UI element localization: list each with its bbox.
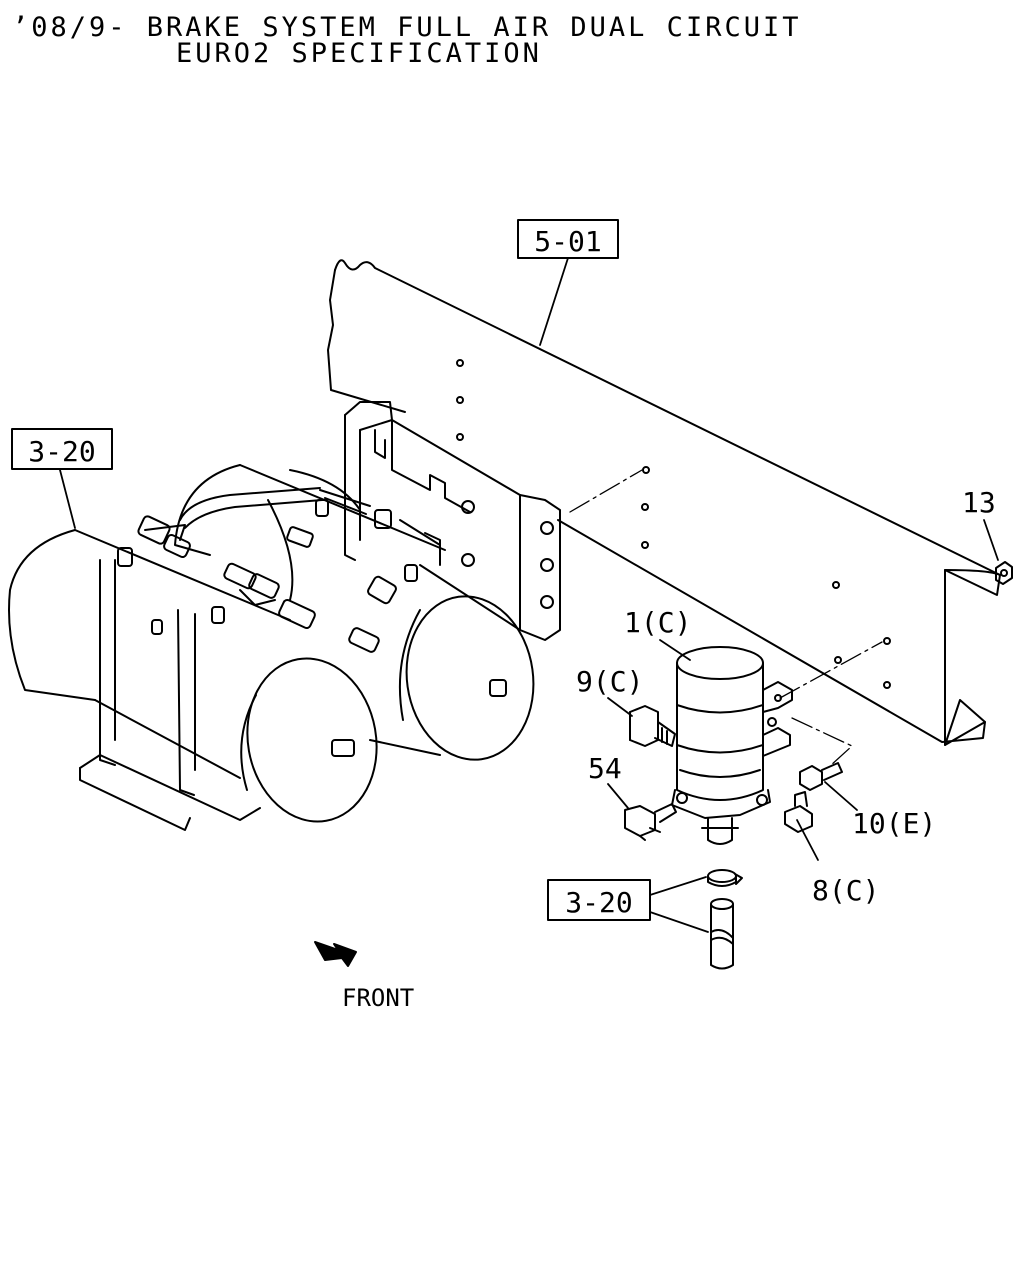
callout-box-3-20-hose <box>547 879 651 921</box>
rear-air-tank <box>174 464 535 761</box>
callout-box-5-01 <box>517 219 619 259</box>
centerlines <box>569 469 883 767</box>
frame-rail <box>327 259 1001 746</box>
front-label: FRONT <box>342 984 414 1012</box>
diagram-title-line2: EURO2 SPECIFICATION <box>176 38 542 69</box>
callout-3-20-hose: 3-20 <box>565 886 632 919</box>
callout-9c: 9(C) <box>576 665 643 698</box>
callout-8c: 8(C) <box>812 874 879 907</box>
front-direction-arrow-icon <box>314 941 357 967</box>
air-dryer <box>671 646 793 845</box>
callout-54: 54 <box>588 752 622 785</box>
callout-10e: 10(E) <box>852 807 936 840</box>
fitting-9c <box>629 705 676 747</box>
diagram-title-line1: ’08/9- BRAKE SYSTEM FULL AIR DUAL CIRCUI… <box>12 12 802 43</box>
callout-box-3-20-tank <box>11 428 113 470</box>
callout-3-20-tank: 3-20 <box>28 435 95 468</box>
front-air-tank <box>8 529 378 831</box>
tank-mounting-bracket <box>344 401 561 641</box>
callout-13: 13 <box>962 486 996 519</box>
tank-piping <box>137 487 323 630</box>
callout-5-01: 5-01 <box>534 225 601 258</box>
nut-13 <box>995 561 1013 585</box>
callout-1c: 1(C) <box>624 606 691 639</box>
hose-and-clamp <box>707 869 743 970</box>
bolt-10e <box>799 762 843 791</box>
fitting-8c <box>784 791 813 833</box>
fitting-54 <box>624 803 677 841</box>
leader-lines <box>59 257 999 933</box>
